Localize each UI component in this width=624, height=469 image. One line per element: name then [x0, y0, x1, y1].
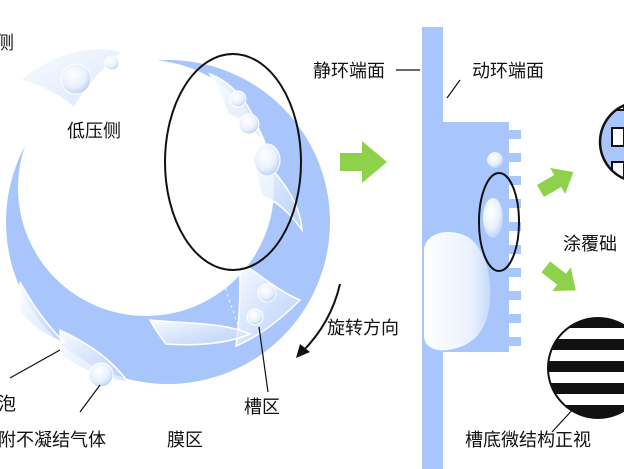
bubble [253, 143, 281, 177]
green-arrow-icon [340, 141, 387, 183]
bubble [487, 152, 503, 168]
green-arrow-icon [536, 168, 574, 198]
curved-arrow-icon [296, 283, 341, 358]
label-coating: 涂覆础 [563, 234, 617, 255]
zoom-ellipse [478, 172, 520, 272]
seal-dam-lines [179, 69, 241, 331]
bubble [88, 362, 114, 388]
leader-groove-zone [258, 326, 269, 393]
label-low-pressure: 低压侧 [67, 121, 121, 142]
coating-zoom-circle [598, 102, 624, 182]
label-rotation-direction: 旋转方向 [327, 318, 399, 339]
leader-moving-face [446, 79, 461, 99]
leader-adsorbed-gas [79, 384, 101, 413]
gas-pocket [424, 232, 491, 351]
groove [148, 319, 252, 346]
bubble [238, 113, 260, 135]
leader-bubble [9, 349, 61, 379]
groove-bottom-zoom-circle [547, 317, 624, 433]
magnify-ellipse [164, 53, 302, 271]
bubble [246, 308, 264, 326]
ring-bubbles [60, 55, 281, 388]
label-static-ring-face: 静环端面 [313, 61, 385, 82]
bubble [104, 55, 120, 71]
bubble [229, 90, 247, 108]
bubble [60, 63, 92, 95]
bubble [257, 283, 277, 303]
label-bubble: 泡 [0, 394, 16, 415]
seal-cross-section [422, 27, 521, 469]
label-groove-zone: 槽区 [244, 397, 280, 418]
label-top-left-fragment: 侧 [0, 33, 14, 54]
groove [235, 260, 302, 348]
bubble [483, 198, 503, 238]
label-adsorbed-gas: 附不凝结气体 [0, 430, 106, 451]
label-moving-ring-face: 动环端面 [472, 61, 544, 82]
leader-groove-bottom [551, 405, 577, 433]
ring-inner-bore [18, 60, 274, 316]
groove [19, 281, 67, 344]
label-groove-bottom-view: 槽底微结构正视 [465, 430, 591, 451]
green-arrow-icon [541, 261, 576, 292]
label-film-zone: 膜区 [167, 430, 203, 451]
leader-lines [9, 69, 461, 413]
